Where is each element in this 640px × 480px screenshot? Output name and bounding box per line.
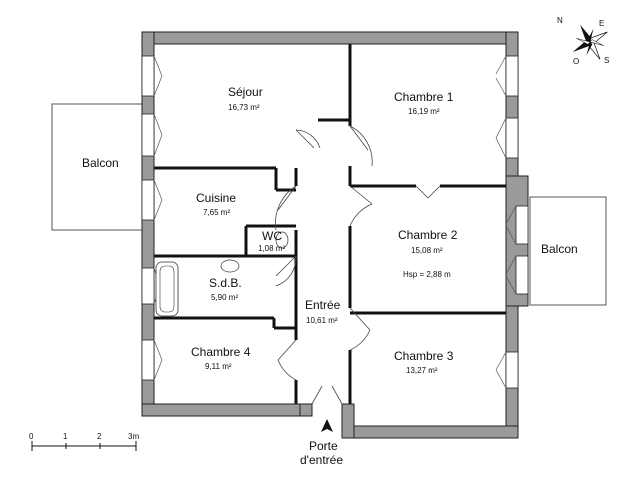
scale-tick-1: 1 bbox=[63, 432, 68, 441]
windows-right bbox=[495, 55, 529, 389]
room-wc-name: WC bbox=[262, 229, 282, 243]
balcony-left-label: Balcon bbox=[82, 156, 119, 170]
bathtub bbox=[155, 261, 179, 317]
entrance-arrow-icon bbox=[321, 419, 333, 432]
room-entree-area: 10,61 m² bbox=[306, 316, 338, 325]
room-chambre2-height: Hsp = 2,88 m bbox=[403, 270, 451, 279]
windows-left bbox=[141, 55, 163, 381]
compass-o: O bbox=[573, 57, 579, 66]
entrance-label-line2: d'entrée bbox=[300, 453, 343, 467]
room-sejour-area: 16,73 m² bbox=[228, 103, 260, 112]
room-sdb-area: 5,90 m² bbox=[211, 293, 238, 302]
room-chambre3-name: Chambre 3 bbox=[394, 349, 454, 363]
balcony-right: Balcon bbox=[529, 196, 607, 306]
entrance-marker: Porte d'entrée bbox=[300, 419, 343, 467]
room-entree-name: Entrée bbox=[305, 298, 341, 312]
sink bbox=[220, 259, 240, 273]
room-cuisine-name: Cuisine bbox=[196, 191, 236, 205]
interior-walls bbox=[154, 44, 506, 404]
scale-tick-3: 3m bbox=[128, 432, 139, 441]
room-sdb-name: S.d.B. bbox=[209, 276, 242, 290]
exterior-walls bbox=[141, 31, 529, 439]
scale-tick-2: 2 bbox=[97, 432, 102, 441]
compass-s: S bbox=[604, 56, 609, 65]
balcony-right-label: Balcon bbox=[541, 242, 578, 256]
room-chambre2-name: Chambre 2 bbox=[398, 228, 458, 242]
room-chambre4-area: 9,11 m² bbox=[205, 362, 232, 371]
room-chambre1-area: 16,19 m² bbox=[408, 107, 440, 116]
compass-n: N bbox=[557, 16, 563, 25]
toilet bbox=[275, 231, 289, 249]
room-chambre3-area: 13,27 m² bbox=[406, 366, 438, 375]
compass-e: E bbox=[599, 19, 604, 28]
doors bbox=[275, 125, 441, 405]
room-chambre4-name: Chambre 4 bbox=[191, 345, 251, 359]
room-cuisine-area: 7,65 m² bbox=[203, 208, 230, 217]
scale-tick-0: 0 bbox=[29, 432, 34, 441]
compass-rose-icon bbox=[572, 24, 608, 60]
room-chambre1-name: Chambre 1 bbox=[394, 90, 454, 104]
room-sejour-name: Séjour bbox=[228, 85, 263, 99]
entrance-label-line1: Porte bbox=[309, 439, 338, 453]
room-wc-area: 1,08 m² bbox=[258, 244, 285, 253]
room-chambre2-area: 15,08 m² bbox=[411, 246, 443, 255]
scale-bar: 0 1 2 3m bbox=[29, 432, 139, 451]
balcony-left: Balcon bbox=[51, 103, 143, 231]
